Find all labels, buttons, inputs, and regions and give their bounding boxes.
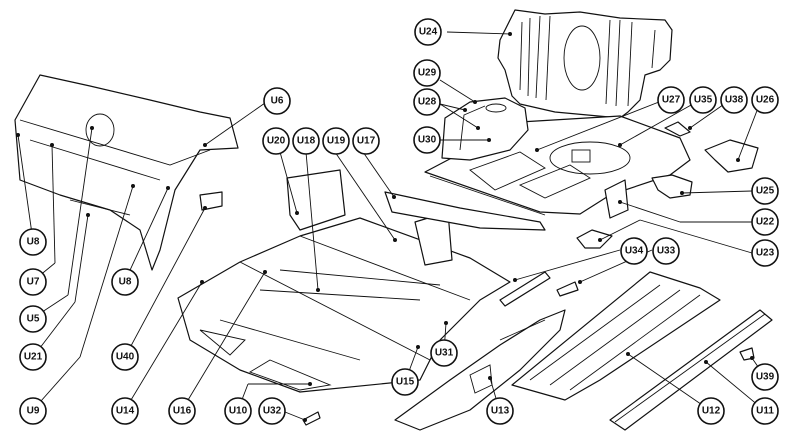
svg-text:U32: U32: [263, 406, 282, 417]
part-rear-panel: [497, 9, 673, 119]
callout-u8-mid: U8: [111, 268, 139, 296]
callout-u40: U40: [111, 343, 139, 371]
callout-u14: U14: [111, 397, 139, 425]
callout-u18: U18: [292, 127, 320, 155]
svg-text:U12: U12: [702, 406, 721, 417]
callout-u29: U29: [413, 59, 441, 87]
svg-text:U13: U13: [491, 406, 510, 417]
part-bracket-u22: [604, 179, 629, 219]
svg-text:U22: U22: [756, 217, 775, 228]
svg-text:U14: U14: [116, 406, 135, 417]
svg-text:U27: U27: [662, 95, 681, 106]
svg-text:U24: U24: [419, 27, 438, 38]
svg-text:U16: U16: [173, 406, 192, 417]
callout-u28: U28: [413, 88, 441, 116]
part-bracket-u35: [664, 121, 691, 137]
callout-u30: U30: [413, 126, 441, 154]
part-bracket-u26: [704, 139, 759, 173]
svg-text:U5: U5: [27, 314, 40, 325]
svg-text:U34: U34: [625, 246, 644, 257]
svg-text:U40: U40: [116, 352, 135, 363]
callout-u32: U32: [258, 397, 286, 425]
svg-text:U21: U21: [24, 352, 43, 363]
callout-u25: U25: [751, 177, 779, 205]
callout-u10: U10: [224, 397, 252, 425]
callout-u21: U21: [19, 343, 47, 371]
svg-text:U20: U20: [267, 136, 286, 147]
svg-text:U31: U31: [435, 348, 454, 359]
callout-u17: U17: [352, 127, 380, 155]
part-tunnel: [394, 309, 566, 431]
svg-text:U19: U19: [327, 136, 346, 147]
part-clip-u32: [302, 411, 321, 426]
callout-u13: U13: [486, 397, 514, 425]
callout-u15: U15: [391, 368, 419, 396]
callout-u27: U27: [657, 86, 685, 114]
leader-lines: [16, 31, 766, 422]
part-seat-panels: [286, 169, 546, 266]
callout-u34: U34: [620, 237, 648, 265]
svg-text:U17: U17: [357, 136, 376, 147]
callout-u7: U7: [19, 268, 47, 296]
svg-text:U28: U28: [418, 97, 437, 108]
callout-u12: U12: [697, 397, 725, 425]
callout-u5: U5: [19, 305, 47, 333]
svg-text:U18: U18: [297, 136, 316, 147]
callout-u26: U26: [751, 86, 779, 114]
svg-text:U15: U15: [396, 377, 415, 388]
callout-u20: U20: [262, 127, 290, 155]
callout-u24: U24: [414, 18, 442, 46]
svg-text:U26: U26: [756, 95, 775, 106]
svg-text:U8: U8: [27, 237, 40, 248]
part-bracket-u25: [651, 174, 693, 199]
callout-u19: U19: [322, 127, 350, 155]
svg-text:U23: U23: [756, 248, 775, 259]
svg-text:U29: U29: [418, 68, 437, 79]
svg-text:U38: U38: [725, 95, 744, 106]
part-firewall: [14, 74, 239, 271]
callout-u11: U11: [751, 397, 779, 425]
svg-text:U30: U30: [418, 135, 437, 146]
callout-u9: U9: [19, 397, 47, 425]
part-bracket-u40: [199, 191, 223, 211]
callout-u16: U16: [168, 397, 196, 425]
callout-u39: U39: [751, 363, 779, 391]
svg-text:U11: U11: [756, 406, 774, 417]
part-right-floor: [511, 271, 721, 401]
svg-text:U25: U25: [756, 186, 775, 197]
svg-text:U35: U35: [694, 95, 713, 106]
svg-text:U39: U39: [756, 372, 775, 383]
callout-u6: U6: [263, 87, 291, 115]
svg-text:U33: U33: [657, 246, 676, 257]
svg-text:U9: U9: [27, 406, 40, 417]
callout-u31: U31: [430, 339, 458, 367]
part-sill: [609, 309, 773, 431]
part-bracket-u23: [576, 229, 613, 249]
svg-text:U10: U10: [229, 406, 248, 417]
callout-u33: U33: [652, 237, 680, 265]
part-rocker-strips: [499, 271, 579, 307]
callout-u35: U35: [689, 86, 717, 114]
callout-u38: U38: [720, 86, 748, 114]
svg-text:U8: U8: [119, 277, 132, 288]
svg-text:U7: U7: [27, 277, 40, 288]
callout-u8-left: U8: [19, 228, 47, 256]
callout-u22: U22: [751, 208, 779, 236]
part-main-floor: [177, 217, 511, 393]
svg-text:U6: U6: [271, 96, 284, 107]
callout-u23: U23: [751, 239, 779, 267]
